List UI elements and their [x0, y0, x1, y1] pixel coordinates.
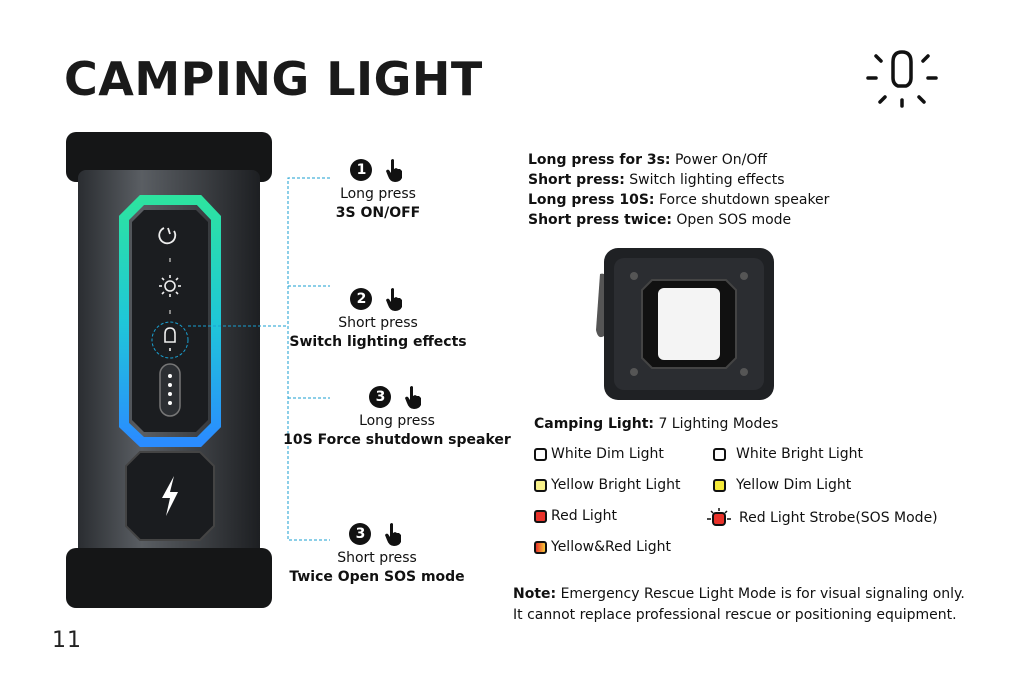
step-3-line2: 10S Force shutdown speaker — [283, 432, 511, 448]
modes-header: Camping Light: 7 Lighting Modes — [534, 416, 779, 432]
red-swatch-icon — [534, 509, 547, 523]
light-head-image — [596, 248, 774, 400]
page-title: CAMPING LIGHT — [64, 52, 483, 106]
instruction-line: Long press for 3s: Power On/Off — [528, 152, 768, 168]
step-1-line2: 3S ON/OFF — [335, 205, 421, 221]
step-2-callout: 2 Short press Switch lighting effects — [258, 287, 498, 350]
light-bulb-icon — [866, 50, 938, 108]
mode-item: Red Light — [534, 508, 617, 524]
bulb-icon — [151, 321, 189, 359]
step-number-badge: 3 — [349, 523, 372, 545]
mode-item: Yellow Bright Light — [534, 477, 680, 493]
step-1-line1: Long press — [340, 186, 416, 202]
camping-light-device — [66, 132, 272, 608]
hand-pointer-icon — [385, 159, 402, 182]
yellow-swatch-icon — [534, 478, 547, 492]
lightning-icon — [125, 451, 215, 541]
step-3-line1: Long press — [359, 413, 435, 429]
yellow-swatch-icon — [713, 478, 726, 492]
safety-note: Note: Emergency Rescue Light Mode is for… — [513, 586, 965, 623]
hand-pointer-icon — [385, 288, 402, 311]
hand-pointer-icon — [404, 386, 421, 409]
step-4-line1: Short press — [337, 550, 417, 566]
step-2-line1: Short press — [338, 315, 418, 331]
white-swatch-icon — [534, 447, 547, 461]
step-4-line2: Twice Open SOS mode — [289, 569, 465, 585]
mode-item: White Bright Light — [713, 446, 863, 462]
mode-item: Yellow&Red Light — [534, 539, 671, 555]
mode-item: White Dim Light — [534, 446, 664, 462]
white-swatch-icon — [713, 447, 726, 461]
step-3-callout: 3 Long press 10S Force shutdown speaker — [262, 385, 532, 448]
orange-swatch-icon — [534, 540, 547, 554]
instruction-line: Short press: Switch lighting effects — [528, 172, 785, 188]
step-4-callout: 3 Short press Twice Open SOS mode — [257, 522, 497, 585]
mode-item: Yellow Dim Light — [713, 477, 851, 493]
timer-power-icon — [158, 227, 177, 245]
step-2-line2: Switch lighting effects — [289, 334, 467, 350]
step-number-badge: 1 — [350, 159, 373, 181]
sun-icon — [159, 275, 181, 297]
red-strobe-swatch-icon — [707, 508, 731, 526]
dots-button-icon — [159, 363, 181, 417]
step-number-badge: 3 — [369, 386, 392, 408]
step-1-callout: 1 Long press 3S ON/OFF — [258, 158, 498, 221]
mode-item: Red Light Strobe(SOS Mode) — [707, 508, 938, 528]
hand-pointer-icon — [384, 523, 401, 546]
button-instructions: Long press for 3s: Power On/Off Short pr… — [528, 150, 829, 230]
instruction-line: Short press twice: Open SOS mode — [528, 212, 792, 228]
instruction-line: Long press 10S: Force shutdown speaker — [528, 192, 830, 208]
page-number: 11 — [52, 628, 82, 653]
step-number-badge: 2 — [350, 288, 373, 310]
